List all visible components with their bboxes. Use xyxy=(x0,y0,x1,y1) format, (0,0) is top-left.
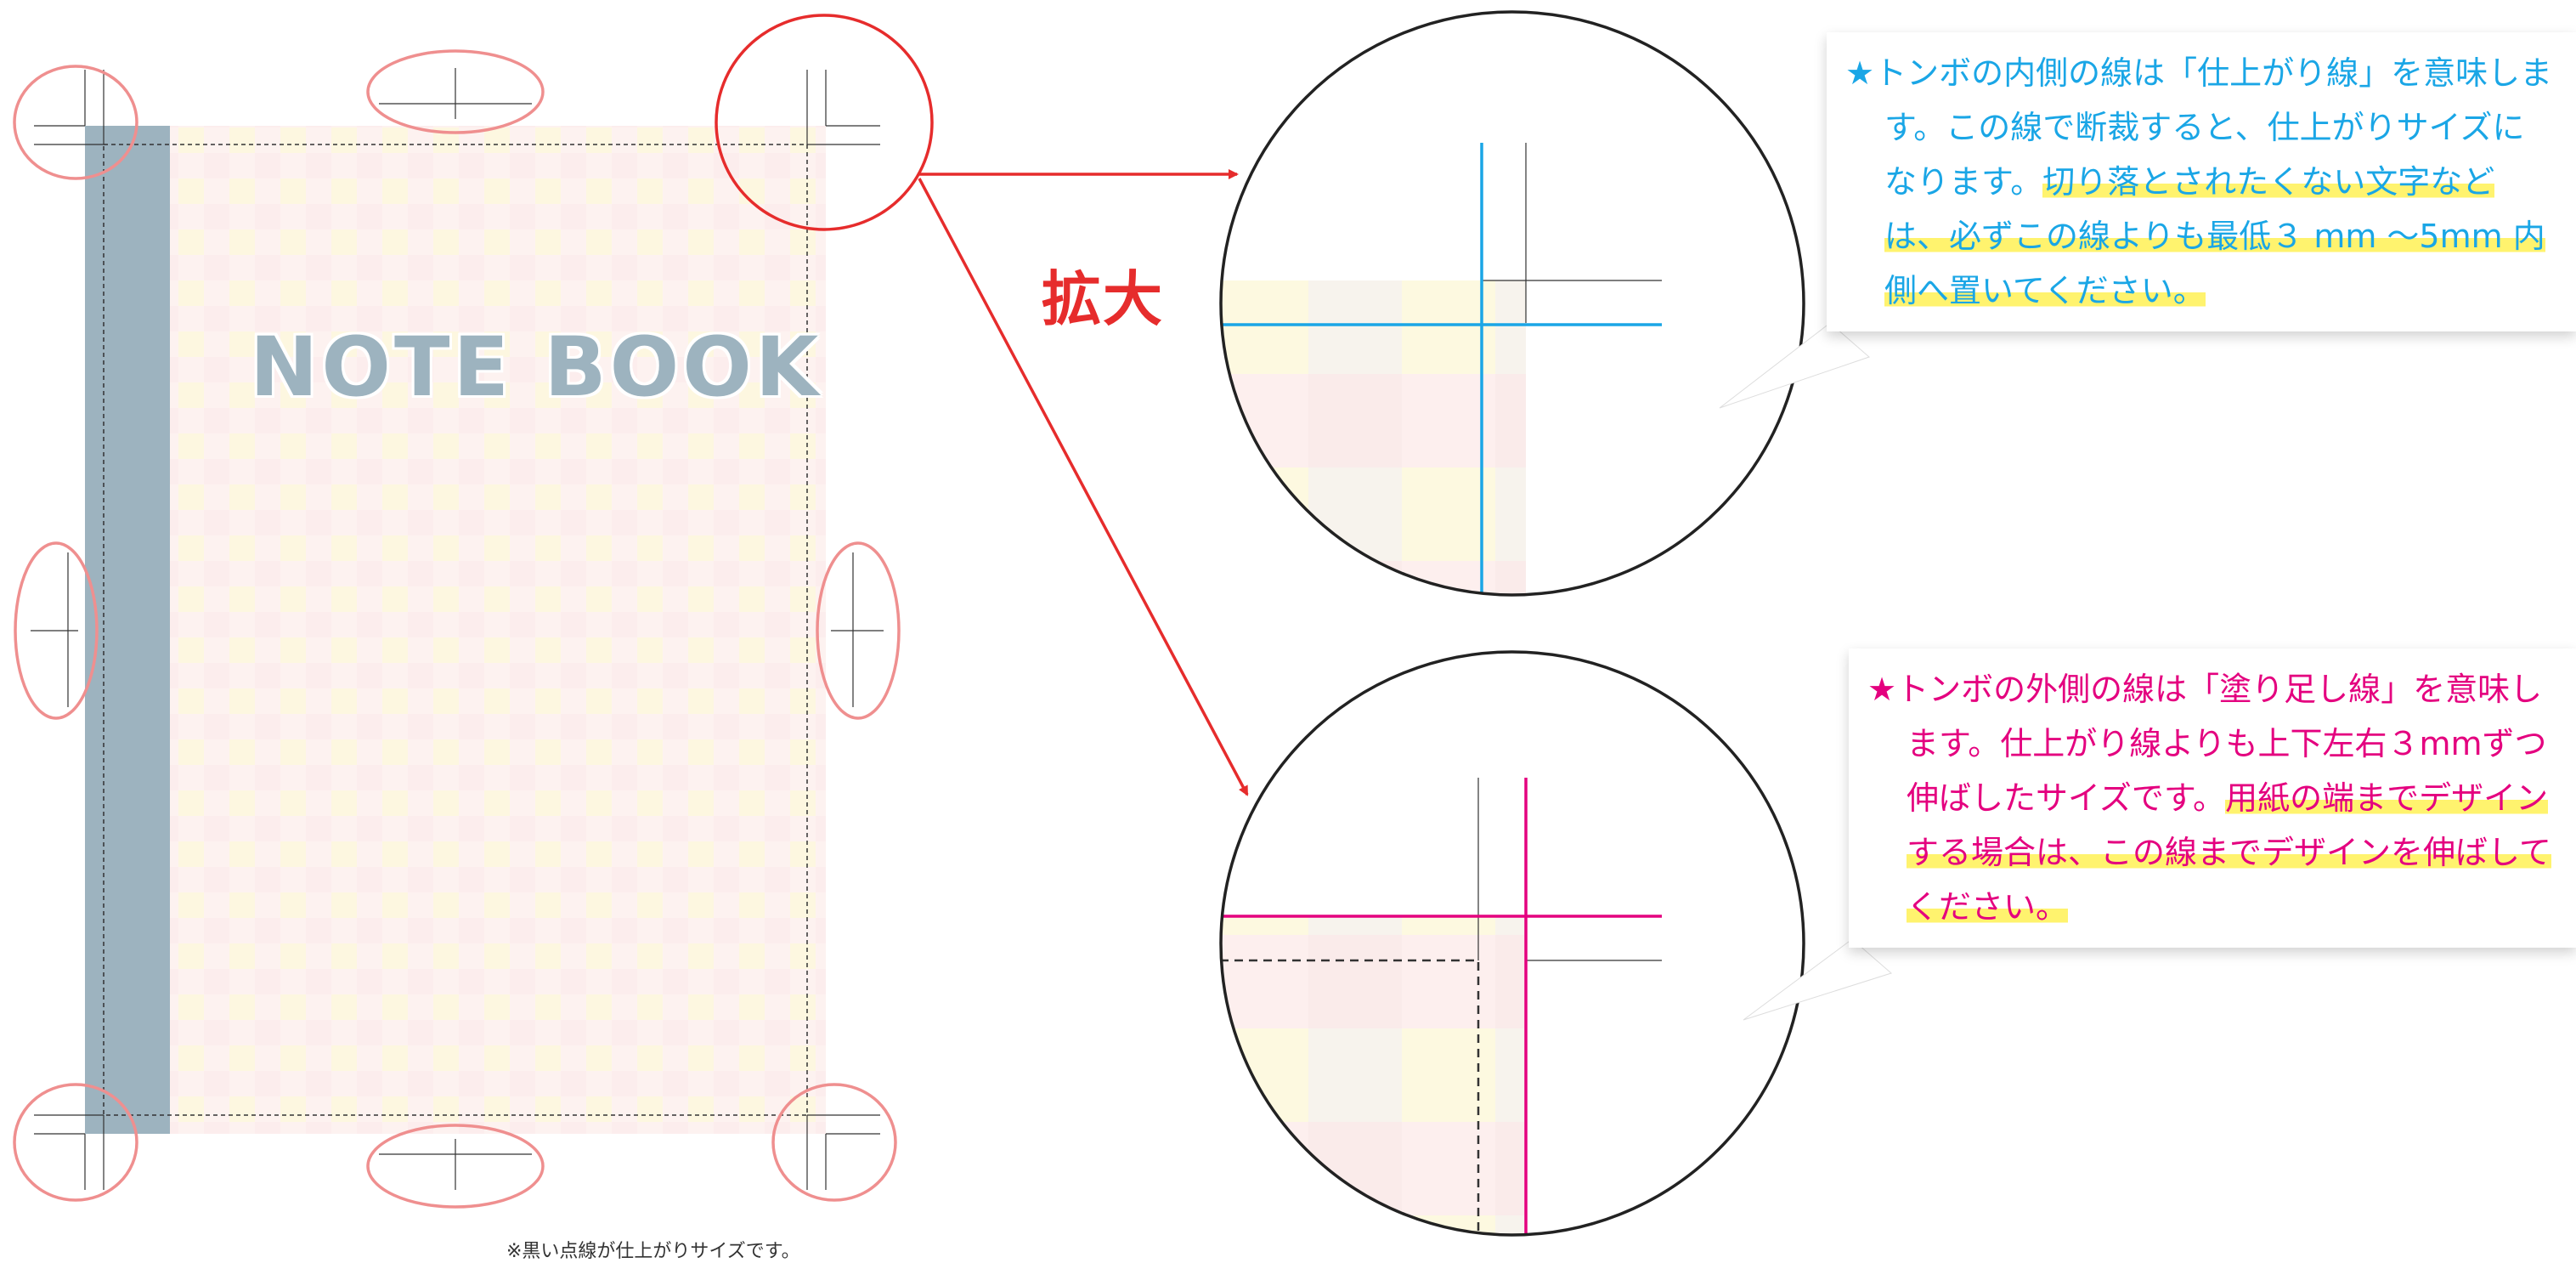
zoom-arrows xyxy=(918,169,1249,796)
arrow-to-bleed-zoom xyxy=(918,178,1249,796)
callout-trim-line: ★トンボの内側の線は「仕上がり線」を意味します。この線で断裁すると、仕上がりサイ… xyxy=(1827,32,2576,331)
marker-bottom-center xyxy=(366,1124,545,1209)
marker-top-left xyxy=(13,65,138,180)
diagram-canvas xyxy=(13,10,1893,1237)
callout-bleed-line: ★トンボの外側の線は「塗り足し線」を意味します。仕上がり線よりも上下左右３mmず… xyxy=(1849,648,2576,948)
marker-top-right-highlight xyxy=(715,14,934,231)
footnote: ※黒い点線が仕上がりサイズです。 xyxy=(506,1241,800,1262)
trim-dotted-line xyxy=(103,144,808,1116)
cover-spine xyxy=(85,126,170,1134)
cover-title: NOTE BOOK xyxy=(250,320,822,415)
marker-top-center xyxy=(366,49,545,134)
marker-mid-right xyxy=(816,541,901,720)
star-icon: ★ xyxy=(1867,671,1897,708)
marker-bottom-right xyxy=(771,1083,897,1202)
callout-trim-text: トンボの内側の線は「仕上がり線」を意味します。この線で断裁すると、仕上がりサイズ… xyxy=(1874,54,2553,201)
zoom-circle-trim xyxy=(1219,10,1805,597)
zoom-label: 拡大 xyxy=(1042,264,1164,334)
callout-bleed-text: トンボの外側の線は「塗り足し線」を意味します。仕上がり線よりも上下左右３mmずつ… xyxy=(1896,671,2547,817)
marker-circles xyxy=(13,49,901,1209)
notebook-cover xyxy=(85,126,826,1134)
cover-background xyxy=(85,126,826,1134)
crop-marks xyxy=(31,68,884,1190)
marker-bottom-left xyxy=(13,1083,138,1202)
callout-tail-bleed xyxy=(1743,938,1893,1021)
marker-mid-left xyxy=(14,541,99,720)
star-icon: ★ xyxy=(1845,54,1875,92)
zoom-circle-bleed xyxy=(1219,650,1805,1237)
callout-tail-trim xyxy=(1719,322,1870,409)
